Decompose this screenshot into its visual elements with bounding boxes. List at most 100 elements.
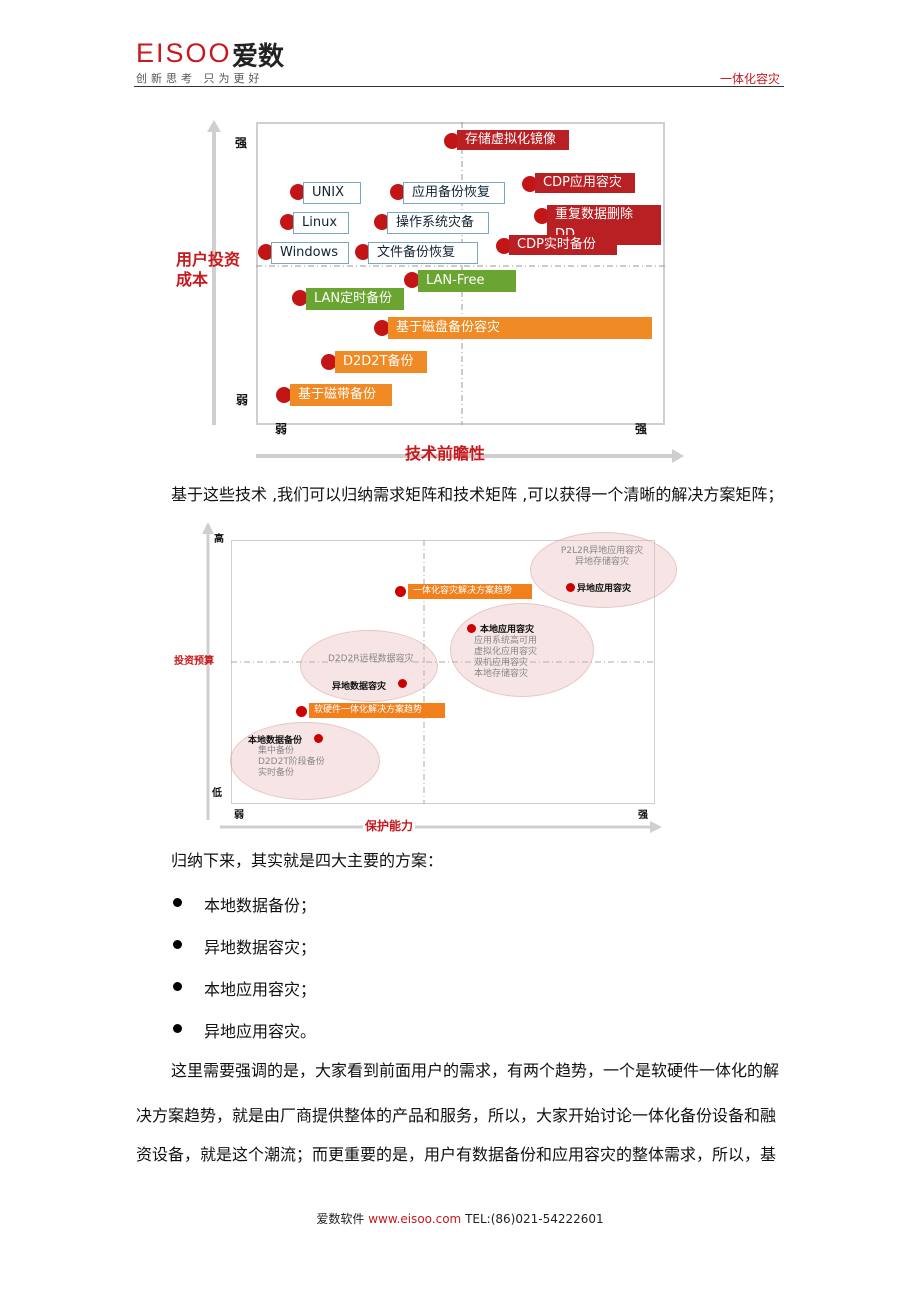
detail-line: 本地存储容灾: [474, 669, 529, 679]
slogan: 创新思考 只为更好: [136, 72, 264, 85]
y-axis-arrow: [202, 522, 214, 820]
group-local-backup-ellipse: [230, 722, 380, 800]
x-axis-strong-label: 强: [635, 422, 648, 436]
item-lan-scheduled-backup: LAN定时备份: [306, 288, 404, 310]
item-app-backup-restore: 应用备份恢复: [403, 182, 505, 204]
y-axis-title: 投资预算: [174, 656, 214, 667]
bullet-dot: [173, 940, 182, 949]
chart-plot-area: [231, 540, 655, 804]
x-axis-weak-label: 弱: [275, 422, 288, 436]
item-cdp-realtime: CDP实时备份: [509, 235, 617, 255]
y-axis-title: 用户投资 成本: [176, 250, 240, 290]
item-storage-virtualization-mirror: 存储虚拟化镜像: [457, 130, 569, 150]
item-dot: [374, 214, 390, 230]
group-remote-app-dr-detail: P2L2R异地应用容灾 异地存储容灾: [544, 546, 660, 568]
footer-company: 爱数软件: [316, 1212, 365, 1226]
quadrant-dividers: [256, 122, 665, 425]
item-linux: Linux: [293, 212, 349, 234]
x-axis-arrow: [256, 449, 684, 463]
item-tape-backup: 基于磁带备份: [290, 384, 392, 406]
item-disk-backup-dr: 基于磁盘备份容灾: [388, 317, 652, 339]
item-dot: [355, 244, 371, 260]
item-dot: [292, 290, 308, 306]
item-dot: [258, 244, 274, 260]
y-axis-arrow: [207, 120, 221, 425]
x-axis-strong-label: 强: [638, 810, 648, 821]
bullet-dot: [173, 1024, 182, 1033]
trend-dot: [395, 586, 406, 597]
paragraph-four-solutions: 归纳下来，其实就是四大主要的方案：: [171, 851, 444, 870]
paragraph-trends-line2: 决方案趋势，就是由厂商提供整体的产品和服务，所以，大家开始讨论一体化备份设备和融: [136, 1106, 777, 1125]
item-dot: [321, 354, 337, 370]
item-cdp-app-dr: CDP应用容灾: [535, 173, 635, 193]
group-remote-data-dr-title: 异地数据容灾: [332, 682, 387, 692]
bullet-item: 异地数据容灾；: [204, 938, 317, 957]
item-windows: Windows: [271, 242, 349, 264]
detail-line: 实时备份: [258, 768, 295, 778]
logo-chinese: 爱数: [232, 42, 285, 72]
y-axis-strong-label: 强: [235, 136, 248, 150]
item-os-dr: 操作系统灾备: [387, 212, 489, 234]
y-axis-high-label: 高: [214, 534, 224, 545]
item-lan-free: LAN-Free: [418, 270, 516, 292]
item-dot: [404, 272, 420, 288]
group-dot: [566, 583, 575, 592]
group-local-backup-title: 本地数据备份: [248, 736, 303, 746]
x-axis-weak-label: 弱: [234, 810, 244, 821]
y-axis-title-line1: 用户投资: [176, 250, 241, 269]
bullet-item: 本地应用容灾；: [204, 980, 317, 999]
trend-integrated-dr: 一体化容灾解决方案趋势: [408, 584, 532, 599]
x-axis-title: 保护能力: [363, 817, 416, 834]
page-footer: 爱数软件 www.eisoo.com TEL:(86)021-54222601: [0, 1210, 920, 1227]
group-local-app-dr-ellipse: [450, 603, 594, 697]
footer-url-link[interactable]: www.eisoo.com: [368, 1212, 462, 1226]
group-local-app-dr-title: 本地应用容灾: [480, 625, 535, 635]
bullet-item: 异地应用容灾。: [204, 1022, 317, 1041]
x-axis-arrow: [220, 821, 662, 833]
item-dot: [290, 184, 306, 200]
item-dot: [276, 387, 292, 403]
header-section-title: 一体化容灾: [719, 72, 780, 86]
trend-hw-sw-integrated: 软硬件一体化解决方案趋势: [309, 703, 445, 718]
detail-line: 双机应用容灾: [474, 658, 529, 668]
detail-line: 应用系统高可用: [474, 636, 538, 646]
detail-line: 集中备份: [258, 746, 295, 756]
paragraph-solution-matrix: 基于这些技术 ,我们可以归纳需求矩阵和技术矩阵 ,可以获得一个清晰的解决方案矩阵…: [171, 485, 784, 504]
group-local-app-dr-detail: 应用系统高可用 虚拟化应用容灾 双机应用容灾 本地存储容灾: [474, 636, 537, 680]
paragraph-trends-line3: 资设备，就是这个潮流；而更重要的是，用户有数据备份和应用容灾的整体需求，所以，基: [136, 1145, 777, 1164]
y-axis-weak-label: 弱: [236, 393, 249, 407]
bullet-dot: [173, 898, 182, 907]
group-dot: [467, 624, 476, 633]
item-dot: [374, 320, 390, 336]
item-dot: [496, 238, 512, 254]
item-dot: [444, 133, 460, 149]
item-dot: [390, 184, 406, 200]
detail-line: 异地存储容灾: [574, 557, 629, 567]
group-remote-data-dr-ellipse: [300, 630, 438, 702]
bullet-item: 本地数据备份；: [204, 896, 317, 915]
y-axis-title-line2: 成本: [176, 270, 209, 289]
item-d2d2t-backup: D2D2T备份: [335, 351, 427, 373]
item-dot: [522, 176, 538, 192]
group-local-backup-detail: 集中备份 D2D2T阶段备份 实时备份: [258, 746, 325, 779]
x-axis-title: 技术前瞻性: [405, 444, 486, 463]
trend-dot: [296, 706, 307, 717]
detail-line: P2L2R异地应用容灾: [560, 546, 644, 556]
group-remote-app-dr-ellipse: [530, 532, 677, 608]
detail-line: 虚拟化应用容灾: [474, 647, 538, 657]
group-remote-app-dr-title: 异地应用容灾: [577, 584, 632, 594]
group-remote-data-dr-detail: D2D2R远程数据容灾: [328, 654, 414, 664]
group-dot: [398, 679, 407, 688]
header-divider: [134, 86, 784, 87]
group-dot: [314, 734, 323, 743]
paragraph-trends-line1: 这里需要强调的是，大家看到前面用户的需求，有两个趋势，一个是软硬件一体化的解: [171, 1061, 780, 1080]
item-dot: [534, 208, 550, 224]
y-axis-low-label: 低: [212, 788, 222, 799]
logo-wordmark: EISOO: [136, 38, 232, 68]
bullet-dot: [173, 982, 182, 991]
item-file-backup-restore: 文件备份恢复: [368, 242, 478, 264]
item-dot: [280, 214, 296, 230]
detail-line: D2D2T阶段备份: [258, 757, 325, 767]
item-unix: UNIX: [303, 182, 361, 204]
footer-tel: TEL:(86)021-54222601: [465, 1212, 604, 1226]
